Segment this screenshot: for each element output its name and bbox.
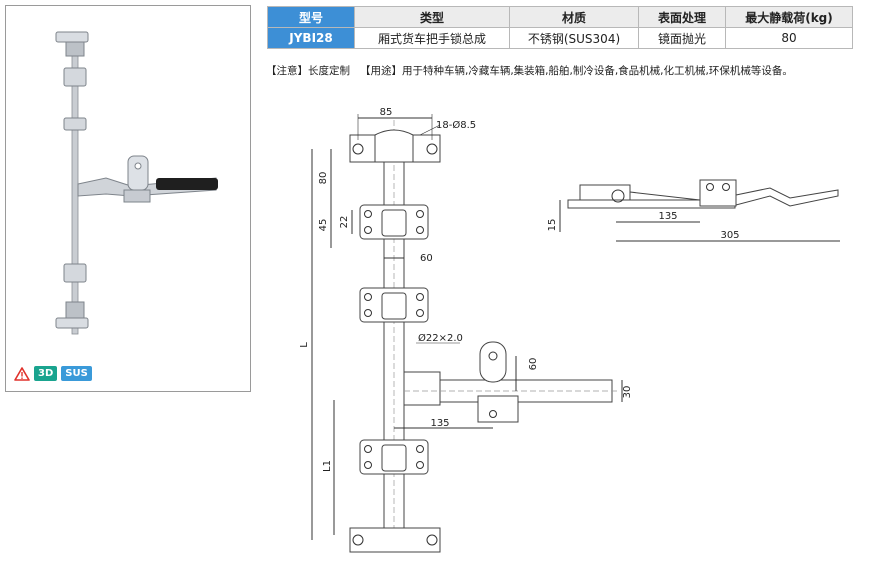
dim-L1: L1 (322, 460, 333, 472)
side-dim-15: 15 (547, 219, 558, 232)
cell-max-load: 80 (725, 27, 853, 49)
cell-model: JYBI28 (267, 27, 355, 49)
warning-triangle-icon (14, 366, 30, 381)
dim-pipe: Ø22×2.0 (418, 332, 463, 344)
header-max-load: 最大静载荷(kg) (725, 6, 853, 28)
header-model: 型号 (267, 6, 355, 28)
spec-table-header-row: 型号 类型 材质 表面处理 最大静载荷(kg) (267, 6, 853, 28)
dim-135-front: 135 (430, 418, 449, 429)
spec-table: 型号 类型 材质 表面处理 最大静载荷(kg) JYBI28 厢式货车把手锁总成… (267, 6, 853, 49)
cell-material: 不锈钢(SUS304) (509, 27, 639, 49)
3d-badge: 3D (34, 366, 58, 381)
note-attention: 【注意】长度定制 (266, 65, 350, 77)
dim-60-handle: 60 (528, 358, 539, 371)
table-row: JYBI28 厢式货车把手锁总成 不锈钢(SUS304) 镜面抛光 80 (267, 27, 853, 49)
header-type: 类型 (354, 6, 510, 28)
cell-surface: 镜面抛光 (638, 27, 726, 49)
dim-60-top: 60 (420, 253, 433, 264)
side-dim-135: 135 (658, 211, 677, 222)
header-surface: 表面处理 (638, 6, 726, 28)
side-view (559, 179, 840, 242)
cell-type: 厢式货车把手锁总成 (354, 27, 510, 49)
dim-L: L (299, 342, 310, 348)
sus-badge: SUS (61, 366, 92, 381)
dim-30: 30 (622, 386, 633, 399)
dim-85: 85 (380, 107, 393, 118)
product-photo-panel (5, 5, 251, 392)
dim-hole-label: 18-Ø8.5 (436, 119, 476, 131)
feature-badges: 3D SUS (14, 366, 92, 381)
product-photo (55, 31, 218, 335)
dim-80: 80 (318, 172, 329, 185)
header-material: 材质 (509, 6, 639, 28)
note-usage: 【用途】用于特种车辆,冷藏车辆,集装箱,船舶,制冷设备,食品机械,化工机械,环保… (360, 65, 793, 77)
dim-45: 45 (318, 219, 329, 232)
notes-line: 【注意】长度定制【用途】用于特种车辆,冷藏车辆,集装箱,船舶,制冷设备,食品机械… (266, 63, 803, 78)
side-dim-305: 305 (720, 230, 739, 241)
dim-22: 22 (339, 216, 350, 229)
front-view (311, 114, 623, 553)
